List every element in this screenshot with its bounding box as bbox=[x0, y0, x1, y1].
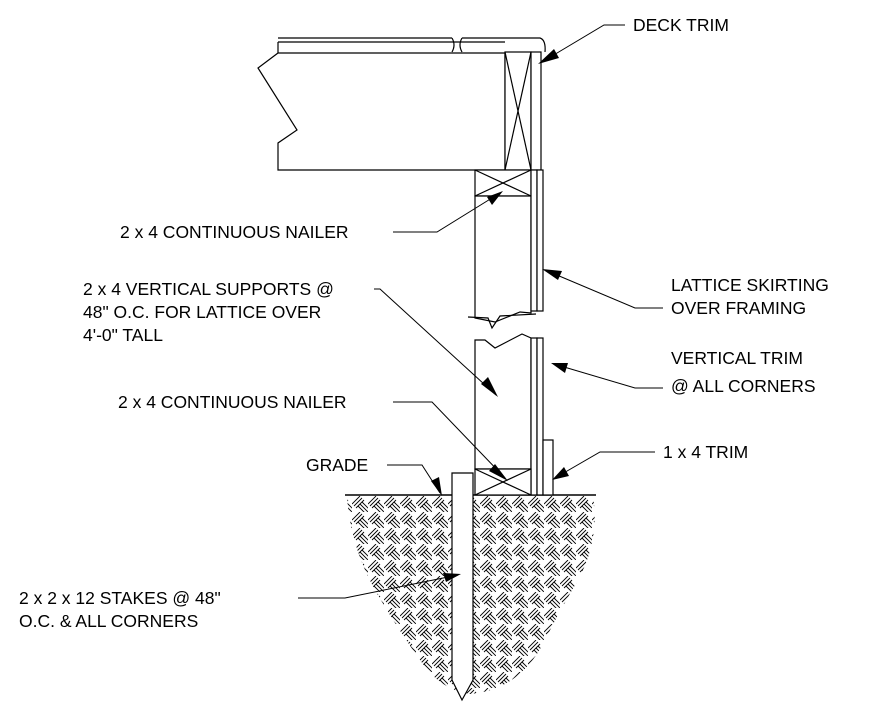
label-vertical-trim-2: @ ALL CORNERS bbox=[671, 376, 816, 396]
leader-lattice-skirting bbox=[542, 269, 663, 309]
label-vertical-supports-3: 4'-0" TALL bbox=[83, 325, 163, 345]
trim-1x4 bbox=[542, 439, 554, 496]
leader-nailer-bottom bbox=[393, 401, 508, 481]
leader-stakes bbox=[298, 573, 461, 599]
leader-vertical-supports bbox=[374, 288, 498, 397]
label-vertical-supports-2: 48" O.C. FOR LATTICE OVER bbox=[83, 302, 321, 322]
leader-grade bbox=[387, 464, 442, 496]
label-1x4-trim: 1 x 4 TRIM bbox=[663, 442, 748, 462]
lower-vertical-support bbox=[474, 333, 532, 470]
deck-trim-board bbox=[530, 51, 542, 171]
lattice-lower bbox=[530, 337, 538, 496]
label-lattice-2: OVER FRAMING bbox=[671, 298, 806, 318]
deck-boards bbox=[278, 37, 546, 53]
label-stakes-1: 2 x 2 x 12 STAKES @ 48" bbox=[19, 588, 221, 608]
upper-break-line bbox=[467, 313, 537, 330]
label-deck-trim: DECK TRIM bbox=[633, 15, 729, 35]
label-nailer-bottom: 2 x 4 CONTINUOUS NAILER bbox=[118, 392, 347, 412]
label-lattice-1: LATTICE SKIRTING bbox=[671, 275, 829, 295]
label-vertical-supports-1: 2 x 4 VERTICAL SUPPORTS @ bbox=[83, 279, 334, 299]
stake bbox=[451, 472, 474, 702]
leader-deck-trim bbox=[538, 24, 625, 64]
label-vertical-trim-1: VERTICAL TRIM bbox=[671, 348, 803, 368]
upper-vertical-support bbox=[474, 195, 532, 323]
label-nailer-top: 2 x 4 CONTINUOUS NAILER bbox=[120, 222, 349, 242]
leader-vertical-trim bbox=[551, 363, 663, 389]
lattice-upper bbox=[530, 169, 538, 312]
leader-1x4-trim bbox=[552, 451, 655, 480]
label-grade: GRADE bbox=[306, 455, 368, 475]
deck-joist bbox=[257, 52, 506, 171]
leader-nailer-top bbox=[393, 191, 503, 233]
label-stakes-2: O.C. & ALL CORNERS bbox=[19, 611, 198, 631]
